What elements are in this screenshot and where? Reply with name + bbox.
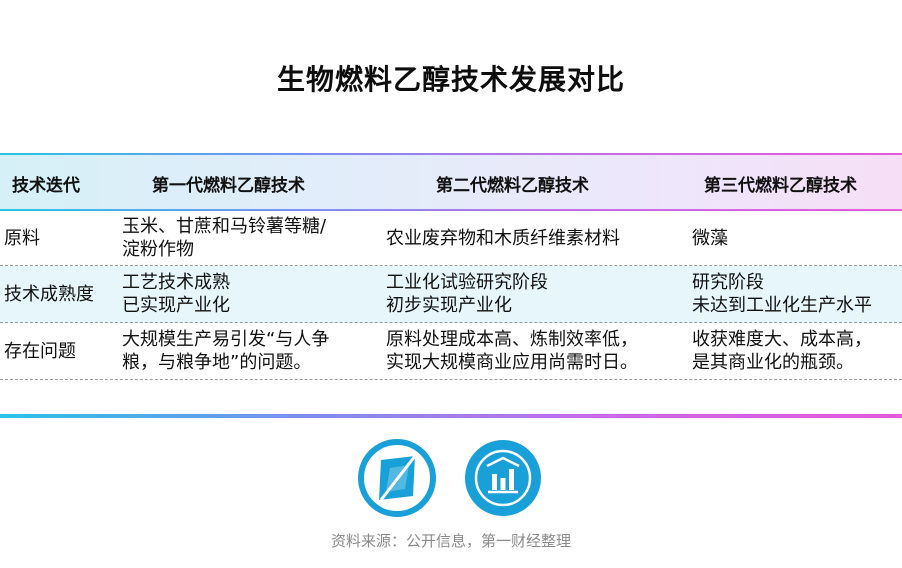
table-row-maturity: 技术成熟度 工艺技术成熟 已实现产业化 工业化试验研究阶段 初步实现产业化 研究… xyxy=(0,266,902,323)
table-cell: 玉米、甘蔗和马铃薯等糖/ 淀粉作物 xyxy=(122,216,327,260)
header-cell-gen3: 第三代燃料乙醇技术 xyxy=(704,175,857,196)
table-cell: 研究阶段 未达到工业化生产水平 xyxy=(692,272,872,316)
table-cell: 微藻 xyxy=(692,227,728,249)
source-note: 资料来源：公开信息，第一财经整理 xyxy=(330,532,571,550)
header-cell-iteration: 技术迭代 xyxy=(12,175,80,196)
header-cell-gen1: 第一代燃料乙醇技术 xyxy=(152,175,305,196)
page-title: 生物燃料乙醇技术发展对比 xyxy=(276,63,625,96)
table-row-problems: 存在问题 大规模生产易引发“与人争 粮，与粮争地”的问题。 原料处理成本高、炼制… xyxy=(0,323,902,380)
table-header-row: 技术迭代 第一代燃料乙醇技术 第二代燃料乙醇技术 第三代燃料乙醇技术 xyxy=(0,153,902,211)
header-cell-gen2: 第二代燃料乙醇技术 xyxy=(436,175,589,196)
table-cell: 农业废弃物和木质纤维素材料 xyxy=(386,227,620,249)
table-cell: 工艺技术成熟 已实现产业化 xyxy=(122,272,230,316)
table-cell: 原料处理成本高、炼制效率低， 实现大规模商业应用尚需时日。 xyxy=(386,329,638,373)
row-label: 存在问题 xyxy=(4,340,76,362)
parallelogram-logo-icon xyxy=(358,439,436,517)
table-cell: 大规模生产易引发“与人争 粮，与粮争地”的问题。 xyxy=(122,329,330,373)
row-label: 技术成熟度 xyxy=(4,283,94,305)
table-row-feedstock: 原料 玉米、甘蔗和马铃薯等糖/ 淀粉作物 农业废弃物和木质纤维素材料 微藻 xyxy=(0,211,902,266)
table-cell: 工业化试验研究阶段 初步实现产业化 xyxy=(386,272,548,316)
table-cell: 收获难度大、成本高， 是其商业化的瓶颈。 xyxy=(692,329,872,373)
row-label: 原料 xyxy=(4,227,40,249)
bar-chart-logo-icon xyxy=(465,440,541,516)
gradient-divider xyxy=(0,414,902,418)
comparison-table: 技术迭代 第一代燃料乙醇技术 第二代燃料乙醇技术 第三代燃料乙醇技术 原料 玉米… xyxy=(0,153,902,380)
